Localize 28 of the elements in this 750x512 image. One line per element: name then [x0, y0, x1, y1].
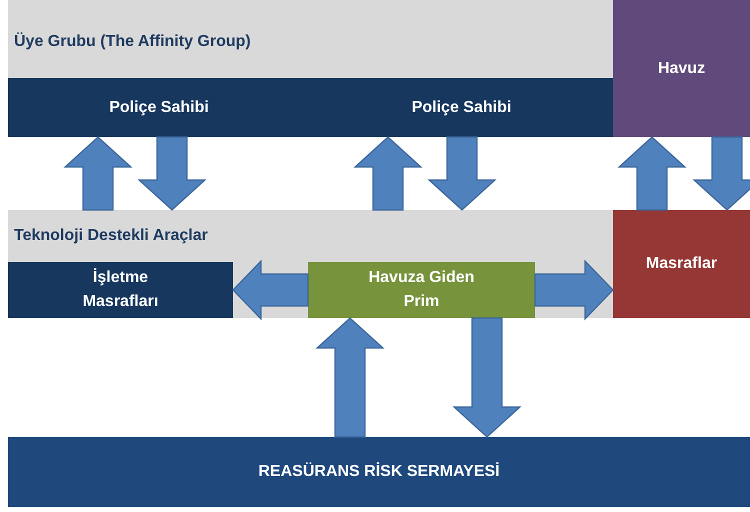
block-arrow [617, 136, 687, 211]
block-arrow [63, 136, 133, 211]
process-box [310, 78, 613, 137]
process-box [308, 262, 535, 318]
band-title: Teknoloji Destekli Araçlar [14, 226, 208, 246]
process-box [8, 262, 233, 318]
band-title: Üye Grubu (The Affinity Group) [14, 31, 251, 52]
block-arrow [232, 260, 309, 320]
box-label: Masraflar [646, 254, 718, 274]
block-arrow [137, 136, 207, 211]
block-arrow [353, 136, 423, 211]
process-box [8, 78, 310, 137]
process-box [8, 437, 750, 507]
box-label: Poliçe Sahibi [109, 98, 209, 118]
block-arrow [452, 317, 522, 438]
box-label: REASÜRANS RİSK SERMAYESİ [258, 461, 500, 482]
block-arrow [692, 136, 750, 211]
process-box [613, 210, 750, 318]
box-label: Havuza Giden Prim [368, 268, 476, 312]
box-label: Poliçe Sahibi [412, 98, 512, 118]
group-band [8, 0, 613, 137]
process-box [613, 0, 750, 137]
block-arrow [427, 136, 497, 211]
group-band [8, 210, 613, 318]
block-arrow [315, 317, 385, 438]
box-label: Havuz [658, 58, 706, 78]
block-arrow [534, 260, 614, 320]
box-label: İşletme Masrafları [82, 267, 160, 312]
